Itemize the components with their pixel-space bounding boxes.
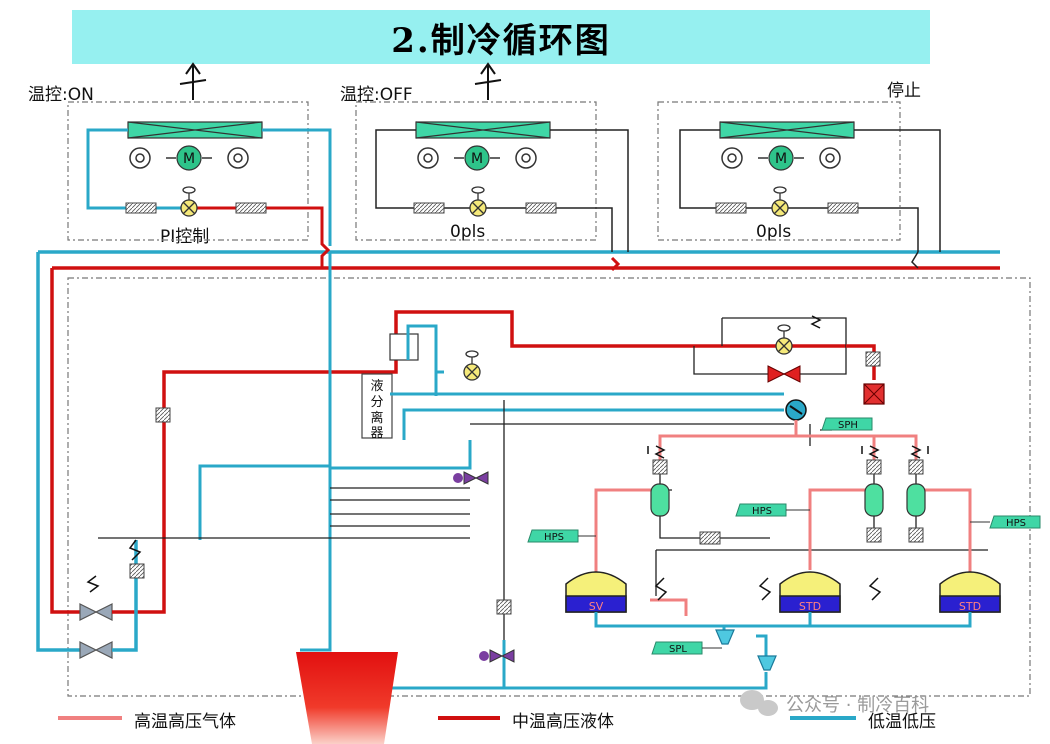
- unit-3-box: [657, 101, 901, 241]
- spl-tag: [651, 641, 703, 655]
- title-banner: 2.制冷循环图: [72, 10, 930, 64]
- watermark-text: 公众号 · 制冷百科: [786, 695, 930, 716]
- accumulator-2: [757, 655, 777, 671]
- exhaust-arrow-2: [474, 62, 502, 100]
- exhaust-arrow-1: [179, 62, 207, 100]
- oil-separator-3: [906, 483, 926, 517]
- unit-3-status: 停止: [887, 81, 921, 101]
- unit-2-control: 0pls: [450, 222, 486, 242]
- wechat-icon: [740, 690, 778, 716]
- hps-tag-1: [527, 529, 579, 543]
- unit-1-box: [67, 101, 309, 241]
- fan-motor-3: [768, 145, 794, 171]
- compressor-label-3: STD: [959, 600, 981, 613]
- unit-2-status: 温控:OFF: [340, 85, 413, 105]
- motor-label-1: M: [183, 151, 195, 167]
- separator-char-4: 器: [370, 426, 383, 441]
- unit-2-box: [355, 101, 597, 241]
- sph-tag: [821, 417, 873, 431]
- liquid-separator: [361, 373, 393, 439]
- hps-tag-3: [989, 515, 1041, 529]
- unit-3-control: 0pls: [756, 222, 792, 242]
- legend-hot-gas: 高温高压气体: [134, 712, 236, 732]
- fan-motor-1: [176, 145, 202, 171]
- hps-label-3: HPS: [1006, 518, 1026, 529]
- oil-separator-1: [650, 483, 670, 517]
- red-funnel-graphic: [296, 652, 398, 744]
- separator-char-1: 液: [370, 379, 383, 394]
- motor-label-2: M: [471, 151, 483, 167]
- motor-label-3: M: [775, 151, 787, 167]
- separator-char-2: 分: [370, 395, 383, 410]
- legend-low-pressure: 低温低压: [868, 712, 936, 732]
- sph-label: SPH: [838, 420, 858, 431]
- separator-char-3: 离: [370, 410, 383, 426]
- accumulator-1: [715, 629, 735, 645]
- hps-label-2: HPS: [752, 506, 772, 517]
- hps-tag-2: [735, 503, 787, 517]
- compressor-label-2: STD: [799, 600, 821, 613]
- spl-label: SPL: [669, 644, 687, 655]
- unit-1-status: 温控:ON: [28, 85, 94, 105]
- diagram-title: 2.制冷循环图: [391, 20, 611, 61]
- hps-label-1: HPS: [544, 532, 564, 543]
- unit-1-control: PI控制: [160, 227, 210, 247]
- oil-separator-2: [864, 483, 884, 517]
- compressor-label-1: SV: [589, 600, 604, 613]
- fan-motor-2: [464, 145, 490, 171]
- machine-room-box: [67, 277, 1031, 697]
- legend-liquid: 中温高压液体: [512, 712, 614, 732]
